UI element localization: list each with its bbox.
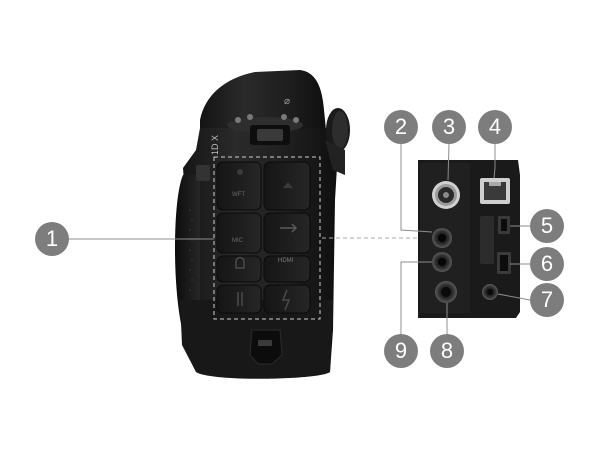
callout-4[interactable]: 4: [478, 110, 512, 144]
callout-9[interactable]: 9: [384, 334, 418, 368]
callout-7[interactable]: 7: [530, 283, 564, 317]
callout-8[interactable]: 8: [430, 334, 464, 368]
cover-label-wft: WFT: [232, 192, 245, 198]
cover-label-mic: MIC: [232, 238, 244, 244]
headphone-icon: [235, 256, 245, 269]
remote-icon: [237, 292, 243, 306]
usb-icon: [280, 223, 298, 233]
leader-lines: [69, 143, 531, 334]
callout-2[interactable]: 2: [384, 110, 418, 144]
callout-5[interactable]: 5: [530, 209, 564, 243]
callout-6[interactable]: 6: [530, 247, 564, 281]
terminal-closeup: [418, 160, 520, 318]
terminal-covers: WFT MIC HDMI: [216, 161, 311, 314]
model-badge-text: 1D X: [210, 135, 220, 155]
flash-sync-icon: [281, 289, 291, 311]
camera-body: ⌀ 1D X WFT MIC HDMI: [174, 70, 350, 379]
cover-icon-dot: [237, 169, 243, 175]
callout-1[interactable]: 1: [35, 222, 69, 256]
cover-label-hdmi: HDMI: [278, 258, 294, 264]
terminal-area-outline: [213, 156, 321, 320]
callout-3[interactable]: 3: [432, 110, 466, 144]
svg-text:⌀: ⌀: [284, 96, 290, 107]
network-icon: [283, 182, 293, 188]
grip-texture: [188, 208, 194, 292]
